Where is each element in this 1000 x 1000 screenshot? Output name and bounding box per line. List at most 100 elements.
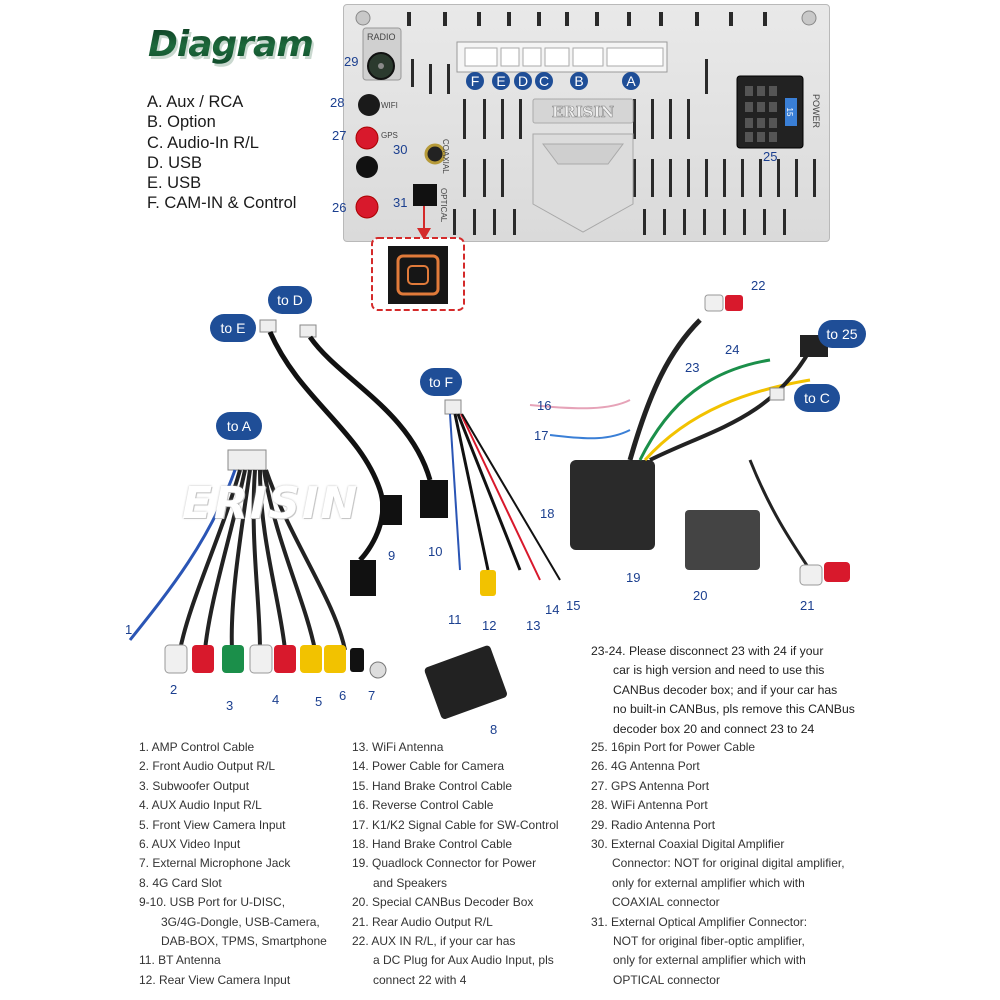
- part-number: 2: [170, 682, 178, 697]
- legend-item: D. USB: [147, 153, 203, 172]
- part-number: 20: [693, 588, 708, 603]
- parts-list-col-3: 25. 16pin Port for Power Cable 26. 4G An…: [591, 738, 845, 990]
- wifi-label: WIFI: [381, 101, 398, 110]
- list-item: 2. Front Audio Output R/L: [139, 759, 276, 774]
- head-unit-details: RADIO WIFI GPS COAXIAL OPTICAL ERISIN 15…: [355, 10, 821, 235]
- part-number: 15: [566, 598, 581, 613]
- list-item: 16. Reverse Control Cable: [352, 798, 494, 813]
- part-number: 1: [125, 622, 133, 637]
- list-item: 13. WiFi Antenna: [352, 740, 444, 754]
- list-item: a DC Plug for Aux Audio Input, pls: [373, 953, 554, 968]
- coaxial-label: COAXIAL: [441, 139, 450, 174]
- port-letter-bubble: C: [535, 72, 553, 90]
- part-number: 21: [800, 598, 815, 613]
- part-number: 14: [545, 602, 560, 617]
- quadlock-harness: [529, 294, 850, 586]
- part-number: 16: [537, 398, 552, 413]
- port-letter-bubble: E: [492, 72, 510, 90]
- optical-port: [413, 184, 437, 206]
- 4g-card-slot-icon: [424, 645, 508, 720]
- part-number: 7: [368, 688, 376, 703]
- optical-label: OPTICAL: [439, 188, 448, 223]
- part-number: 22: [751, 278, 766, 293]
- port-number-25: 25: [763, 149, 778, 164]
- parts-list-col-1: 1. AMP Control Cable 2. Front Audio Outp…: [139, 738, 327, 990]
- gps-antenna-port: [355, 126, 379, 150]
- radio-label: RADIO: [367, 32, 396, 42]
- note-line: 23-24. Please disconnect 23 with 24 if y…: [591, 644, 824, 658]
- 4g-antenna-port: [355, 195, 379, 219]
- list-item: 18. Hand Brake Control Cable: [352, 837, 513, 852]
- tag-to-25: to 25: [818, 320, 866, 348]
- screw-icon: [801, 10, 817, 26]
- list-item: COAXIAL connector: [612, 895, 720, 910]
- list-item: 12. Rear View Camera Input: [139, 972, 291, 987]
- part-number: 13: [526, 618, 541, 633]
- list-item: 20. Special CANBus Decoder Box: [352, 895, 534, 910]
- list-item: 15. Hand Brake Control Cable: [352, 778, 513, 793]
- list-item: OPTICAL connector: [613, 972, 720, 987]
- list-item: NOT for original fiber-optic amplifier,: [613, 934, 805, 949]
- legend-item: A. Aux / RCA: [147, 93, 244, 111]
- harness-f: [444, 399, 561, 596]
- list-item: 29. Radio Antenna Port: [591, 817, 716, 832]
- port-letter-bubble: A: [622, 72, 640, 90]
- list-item: and Speakers: [373, 875, 448, 890]
- part-number: 17: [534, 428, 549, 443]
- parts-list-col-2: 13. WiFi Antenna 14. Power Cable for Cam…: [352, 738, 559, 990]
- brand-logo: ERISIN: [552, 103, 615, 121]
- note-line: CANBus decoder box; and if your car has: [613, 682, 838, 697]
- list-item: 25. 16pin Port for Power Cable: [591, 740, 756, 754]
- port-number-26: 26: [332, 200, 347, 215]
- fuse-label: 15: [785, 108, 794, 117]
- port-number-29: 29: [344, 54, 359, 69]
- list-item: only for external amplifier which with: [612, 875, 805, 890]
- port-number-27: 27: [332, 128, 347, 143]
- list-item: 6. AUX Video Input: [139, 837, 241, 852]
- list-item: 31. External Optical Amplifier Connector…: [591, 914, 808, 929]
- usb-harness: [259, 319, 448, 596]
- part-number: 3: [226, 698, 234, 713]
- port-letter-bubble: F: [466, 72, 484, 90]
- blank-port: [356, 156, 378, 178]
- legend-item: B. Option: [147, 113, 216, 132]
- part-number: 24: [725, 342, 740, 357]
- tag-to-f: to F: [420, 368, 462, 396]
- port-number-28: 28: [330, 95, 345, 110]
- list-item: Connector: NOT for original digital ampl…: [612, 856, 845, 871]
- legend-item: C. Audio-In R/L: [147, 133, 259, 152]
- note-line: no built-in CANBus, pls remove this CANB…: [613, 702, 855, 717]
- list-item: 8. 4G Card Slot: [139, 875, 222, 890]
- part-number: 5: [315, 694, 323, 709]
- list-item: 14. Power Cable for Camera: [352, 759, 505, 774]
- fuse-icon: [785, 98, 797, 126]
- list-item: 17. K1/K2 Signal Cable for SW-Control: [352, 817, 559, 832]
- vent-slots: [407, 12, 816, 235]
- tag-to-e: to E: [210, 314, 256, 342]
- part-number: 8: [490, 722, 498, 737]
- coaxial-port: [424, 143, 446, 165]
- note-line: car is high version and need to use this: [613, 663, 825, 678]
- power-label: POWER: [811, 94, 821, 129]
- wifi-antenna-port: [358, 94, 380, 116]
- list-item: only for external amplifier which with: [613, 953, 806, 968]
- tag-to-d: to D: [268, 286, 312, 314]
- port-number-30: 30: [393, 142, 408, 157]
- list-item: 19. Quadlock Connector for Power: [352, 856, 537, 871]
- port-letter-bubble: D: [514, 72, 532, 90]
- note-line: decoder box 20 and connect 23 to 24: [613, 721, 815, 736]
- part-number: 18: [540, 506, 555, 521]
- list-item: DAB-BOX, TPMS, Smartphone: [161, 934, 327, 949]
- part-number: 12: [482, 618, 497, 633]
- list-item: 1. AMP Control Cable: [139, 740, 255, 754]
- optical-icon: [396, 254, 440, 296]
- part-number: 6: [339, 688, 347, 703]
- list-item: 7. External Microphone Jack: [139, 856, 291, 871]
- tag-to-a: to A: [216, 412, 262, 440]
- list-item: 30. External Coaxial Digital Amplifier: [591, 837, 785, 852]
- port-letter-bubble: B: [570, 72, 588, 90]
- title-shadow: Diagram: [150, 27, 316, 68]
- list-item: 11. BT Antenna: [139, 953, 221, 968]
- list-item: 21. Rear Audio Output R/L: [352, 914, 493, 929]
- quadlock-connector-icon: [570, 460, 655, 550]
